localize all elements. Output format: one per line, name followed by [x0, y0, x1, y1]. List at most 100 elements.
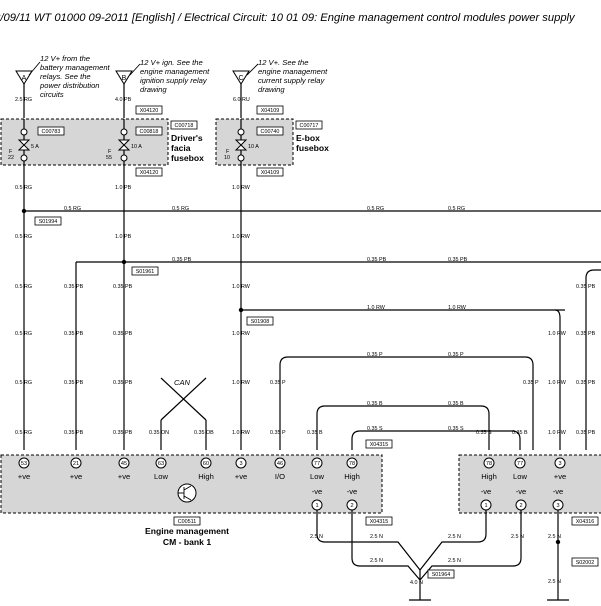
svg-text:1.0 RW: 1.0 RW	[548, 430, 567, 436]
svg-text:C00783: C00783	[42, 129, 61, 135]
svg-text:3: 3	[239, 461, 242, 467]
svg-text:53: 53	[21, 461, 27, 467]
svg-text:0.35 S: 0.35 S	[476, 430, 492, 436]
svg-text:5 A: 5 A	[31, 144, 39, 150]
supply-b-note-4: drawing	[140, 85, 167, 94]
svg-text:60: 60	[203, 461, 209, 467]
svg-text:0.35 B: 0.35 B	[367, 401, 383, 407]
ebox-fusebox: C00740 C00717 E-box fusebox 10 A F 10	[215, 118, 329, 166]
facia-fusebox-label-2: facia	[171, 143, 191, 153]
svg-text:X04315: X04315	[370, 442, 389, 448]
bank2-pin-2: 3 +ve	[554, 457, 566, 481]
svg-text:0.5 RG: 0.5 RG	[448, 206, 465, 212]
svg-text:1.0 RW: 1.0 RW	[548, 380, 567, 386]
svg-text:10: 10	[224, 155, 230, 161]
supply-a: A 12 V+ from the battery management rela…	[15, 54, 111, 103]
svg-text:2.5 N: 2.5 N	[548, 579, 561, 585]
svg-text:0.35 ON: 0.35 ON	[149, 430, 169, 436]
svg-text:F: F	[108, 149, 112, 155]
svg-text:0.35 S: 0.35 S	[448, 426, 464, 432]
fuse-10-symbol	[234, 139, 248, 151]
splice-s02002: S02002	[571, 557, 599, 567]
supply-c-letter: C	[238, 75, 243, 82]
svg-text:77: 77	[314, 461, 320, 467]
supply-c-note-2: engine management	[258, 67, 328, 76]
supply-b-note-3: ignition supply relay	[140, 76, 208, 85]
supply-c: C 12 V+. See the engine management curre…	[232, 58, 328, 103]
svg-text:X04316: X04316	[576, 519, 595, 525]
svg-text:2.5 N: 2.5 N	[448, 558, 461, 564]
svg-text:3: 3	[558, 461, 561, 467]
facia-fusebox-label-1: Driver's	[171, 133, 203, 143]
svg-text:0.5 RG: 0.5 RG	[64, 206, 81, 212]
svg-text:1.0 RW: 1.0 RW	[232, 331, 251, 337]
svg-text:0.35 P: 0.35 P	[270, 380, 286, 386]
svg-text:High: High	[198, 472, 214, 481]
svg-text:55: 55	[106, 155, 112, 161]
connector-x04315-bottom: X04315	[365, 516, 393, 526]
bank1-pin-5: 3+ve	[235, 457, 247, 481]
supply-a-note-2: battery management	[40, 63, 111, 72]
svg-text:X04109: X04109	[261, 108, 280, 114]
bank1-pin-6: 46I/O	[274, 457, 286, 481]
supply-b-note-1: 12 V+ ign. See the	[140, 58, 203, 67]
svg-text:2.5 N: 2.5 N	[370, 558, 383, 564]
svg-text:0.35 PB: 0.35 PB	[367, 257, 387, 263]
svg-text:0.35 P: 0.35 P	[270, 430, 286, 436]
svg-text:0.35 PB: 0.35 PB	[113, 331, 133, 337]
svg-text:C00718: C00718	[175, 123, 194, 129]
svg-text:0.35 PB: 0.35 PB	[576, 284, 596, 290]
svg-text:1.0 RW: 1.0 RW	[448, 305, 467, 311]
ebox-fusebox-label-1: E-box	[296, 133, 320, 143]
svg-text:46: 46	[277, 461, 283, 467]
svg-text:0.5 RG: 0.5 RG	[15, 380, 32, 386]
svg-text:2: 2	[519, 503, 522, 509]
connector-x04316: X04316	[571, 516, 599, 526]
supply-b: B 12 V+ ign. See the engine management i…	[115, 58, 210, 103]
connector-x04109-top: X04109	[256, 105, 284, 115]
fuse-c00818-tag	[135, 126, 163, 136]
svg-text:0.35 PB: 0.35 PB	[64, 380, 84, 386]
ebox-fusebox-label-2: fusebox	[296, 143, 329, 153]
facia-fusebox: C00783 C00818 C00718 Driver's facia fuse…	[0, 118, 204, 166]
svg-text:S02002: S02002	[576, 560, 595, 566]
connector-x04109-bottom: X04109	[256, 167, 284, 177]
svg-text:X04109: X04109	[261, 170, 280, 176]
svg-text:2.5 N: 2.5 N	[511, 534, 524, 540]
svg-text:0.5 RG: 0.5 RG	[15, 331, 32, 337]
svg-text:63: 63	[158, 461, 164, 467]
supply-b-triangle	[115, 70, 133, 85]
svg-text:0.35 PB: 0.35 PB	[113, 284, 133, 290]
page-title: 02/09/11 WT 01000 09-2011 [English] / El…	[0, 12, 576, 24]
svg-text:+ve: +ve	[554, 472, 566, 481]
svg-text:High: High	[481, 472, 497, 481]
module-name-2: CM - bank 1	[163, 537, 211, 547]
svg-text:0.35 P: 0.35 P	[367, 352, 383, 358]
ground-wiring: 2.5 N 2.5 N 2.5 N 2.5 N 2.5 N 2.5 N 2.5 …	[310, 510, 569, 601]
svg-text:-ve: -ve	[516, 487, 527, 496]
supply-a-note-5: circuits	[40, 90, 64, 99]
svg-text:0.5 RG: 0.5 RG	[172, 206, 189, 212]
splice-s01908: S01908	[246, 316, 274, 326]
supply-b-note-2: engine management	[140, 67, 210, 76]
cm-bank-2	[458, 454, 601, 514]
supply-c-note-4: drawing	[258, 85, 285, 94]
svg-text:-ve: -ve	[312, 487, 323, 496]
svg-text:22: 22	[8, 155, 14, 161]
svg-text:0.5 RG: 0.5 RG	[15, 234, 32, 240]
svg-text:4.0 N: 4.0 N	[410, 580, 423, 586]
svg-text:0.35 PB: 0.35 PB	[576, 380, 596, 386]
fusebox-c00718-tag	[170, 120, 198, 130]
module-name-1: Engine management	[145, 526, 229, 536]
svg-text:S01994: S01994	[39, 219, 58, 225]
svg-text:Low: Low	[513, 472, 527, 481]
splice-s01964: S01964	[427, 569, 455, 579]
svg-text:1: 1	[484, 503, 487, 509]
svg-text:C00511: C00511	[178, 519, 196, 525]
connector-x04315-top: X04315	[365, 439, 393, 449]
cm-bank-1	[0, 454, 383, 514]
svg-text:10 A: 10 A	[131, 144, 142, 150]
